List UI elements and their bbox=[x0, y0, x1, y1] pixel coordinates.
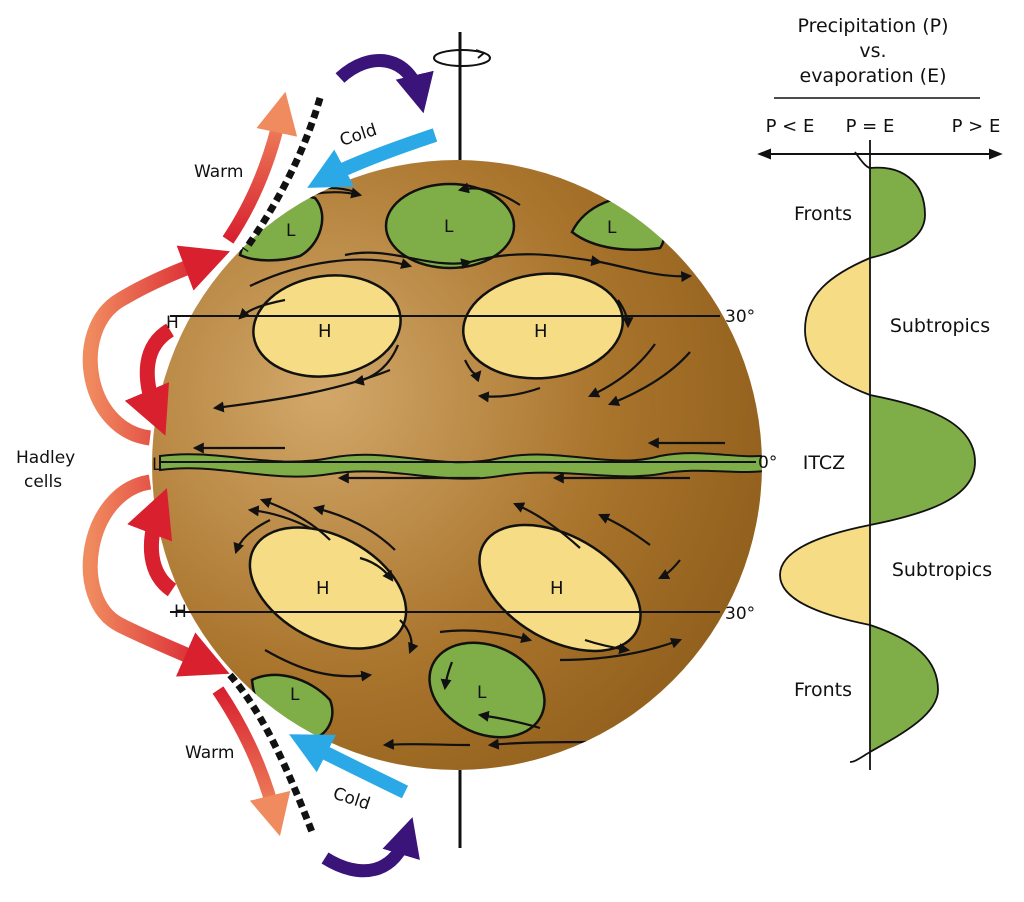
globe: L L L H H H H L L 30° 0° 30° bbox=[152, 160, 777, 770]
low-pressure-north-center bbox=[384, 182, 516, 270]
cold-arrow-north bbox=[307, 128, 438, 188]
itcz-band bbox=[159, 452, 762, 480]
pe-axis-center-label: P = E bbox=[846, 116, 895, 137]
cold-label-north: Cold bbox=[337, 120, 379, 151]
pe-region-fronts-north bbox=[870, 167, 925, 258]
high-pressure-south-right bbox=[478, 523, 642, 653]
pe-axis-left-label: P < E bbox=[766, 116, 815, 137]
high-label-north-right: H bbox=[534, 321, 548, 342]
low-label-north-left: L bbox=[286, 221, 296, 241]
pe-title-line1: Precipitation (P) bbox=[797, 15, 948, 37]
low-label-south-left: L bbox=[290, 685, 300, 705]
pe-region-subtropics-south bbox=[780, 525, 870, 625]
zone-label-itcz: ITCZ bbox=[803, 452, 845, 474]
low-pressure-south-center bbox=[428, 641, 546, 739]
rotation-indicator-icon bbox=[433, 49, 491, 67]
zone-label-fronts-south: Fronts bbox=[794, 679, 852, 701]
cold-arrow-south bbox=[289, 734, 409, 799]
pe-axis-right-label: P > E bbox=[952, 116, 1001, 137]
latitude-label-equator: 0° bbox=[758, 453, 777, 473]
hadley-cell-south-return bbox=[127, 488, 177, 597]
low-label-north-right: L bbox=[607, 218, 617, 238]
pe-region-subtropics-north bbox=[805, 258, 870, 395]
hadley-cell-north bbox=[82, 245, 230, 446]
warm-arrow-north bbox=[222, 91, 298, 244]
hadley-cell-north-return bbox=[124, 323, 175, 436]
precipitation-evaporation-chart: Precipitation (P) vs. evaporation (E) P … bbox=[757, 15, 1003, 770]
pe-title-line3: evaporation (E) bbox=[800, 65, 947, 87]
pe-curve bbox=[779, 151, 976, 763]
low-label-south-center: L bbox=[477, 683, 487, 703]
hadley-label-line1: Hadley bbox=[16, 448, 75, 468]
hadley-h-north: H bbox=[166, 313, 179, 333]
hadley-cell-south bbox=[82, 474, 230, 677]
high-label-south-left: H bbox=[316, 578, 330, 599]
rotation-arrow-north bbox=[335, 54, 434, 114]
low-label-north-center: L bbox=[444, 217, 454, 237]
rotation-axis bbox=[433, 32, 491, 848]
zone-label-fronts-north: Fronts bbox=[794, 203, 852, 225]
warm-label-north: Warm bbox=[194, 162, 243, 182]
polar-front-north bbox=[242, 97, 324, 253]
wind-arrows-south bbox=[233, 497, 683, 750]
zone-label-subtropics-north: Subtropics bbox=[890, 315, 990, 337]
zone-label-subtropics-south: Subtropics bbox=[892, 559, 992, 581]
hadley-l-equator: L bbox=[152, 455, 162, 475]
hadley-cells bbox=[82, 245, 230, 677]
warm-label-south: Warm bbox=[185, 743, 234, 763]
high-pressure-south-left bbox=[248, 526, 408, 650]
latitude-label-south-30: 30° bbox=[725, 604, 755, 624]
pe-region-itcz bbox=[870, 395, 975, 525]
cold-label-south: Cold bbox=[330, 784, 372, 815]
pe-region-fronts-south bbox=[870, 625, 938, 752]
polar-front-south bbox=[227, 672, 316, 834]
high-label-south-right: H bbox=[550, 578, 564, 599]
pe-title-line2: vs. bbox=[859, 40, 886, 62]
latitude-label-north-30: 30° bbox=[725, 307, 755, 327]
hadley-label-line2: cells bbox=[24, 472, 62, 492]
rotation-arrow-south bbox=[321, 817, 420, 878]
warm-arrow-south bbox=[212, 686, 291, 837]
trade-winds bbox=[192, 437, 725, 484]
high-label-north-left: H bbox=[318, 321, 332, 342]
hadley-h-south: H bbox=[174, 602, 187, 622]
